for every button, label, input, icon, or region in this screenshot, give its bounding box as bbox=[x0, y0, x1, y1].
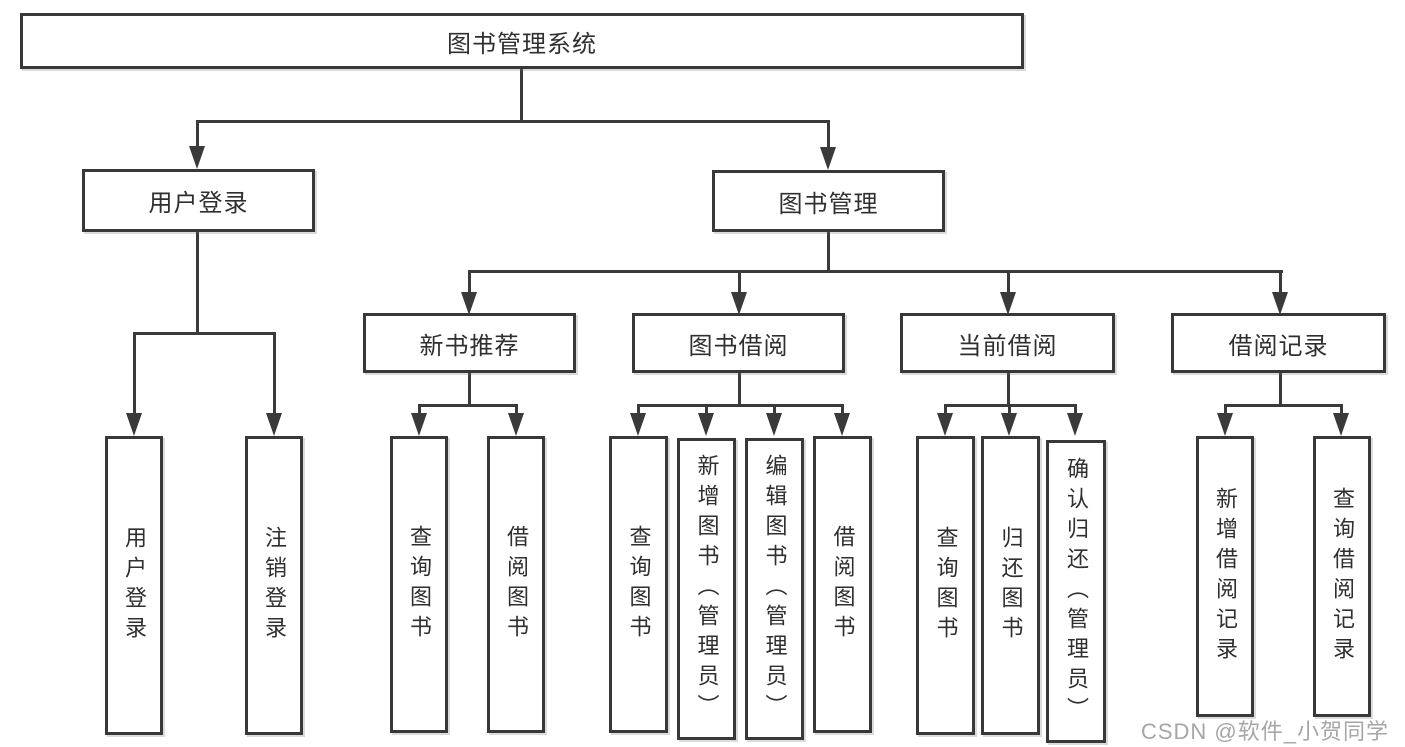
arrow-down-icon bbox=[1333, 413, 1349, 436]
connector-line bbox=[827, 232, 830, 273]
arrow-down-icon bbox=[126, 413, 142, 436]
node-leaf-cb-return-books: 归还图书 bbox=[981, 436, 1040, 735]
node-new-book-recommend-label: 新书推荐 bbox=[419, 332, 520, 360]
arrow-down-icon bbox=[766, 413, 782, 436]
connector-line bbox=[196, 120, 199, 150]
node-leaf-br-add-record-label: 新增借阅记录 bbox=[1213, 486, 1238, 667]
connector-line bbox=[196, 232, 199, 335]
connector-line bbox=[468, 373, 471, 407]
arrow-down-icon bbox=[1067, 413, 1083, 436]
arrow-down-icon bbox=[834, 413, 850, 436]
arrow-down-icon bbox=[630, 413, 646, 436]
node-borrowing-records: 借阅记录 bbox=[1171, 313, 1386, 373]
node-user-login-label: 用户登录 bbox=[148, 190, 249, 217]
connector-line bbox=[944, 404, 947, 418]
node-leaf-nb-borrow-books-label: 借阅图书 bbox=[504, 524, 529, 645]
connector-line bbox=[773, 404, 776, 418]
arrow-down-icon bbox=[461, 292, 477, 315]
node-book-management-label: 图书管理 bbox=[778, 190, 879, 218]
connector-line bbox=[738, 270, 741, 298]
connector-line bbox=[468, 270, 1283, 273]
arrow-down-icon bbox=[1272, 292, 1288, 315]
node-leaf-logout: 注销登录 bbox=[245, 436, 303, 735]
connector-line bbox=[515, 404, 518, 418]
arrow-down-icon bbox=[698, 413, 714, 436]
connector-line bbox=[841, 404, 844, 418]
node-leaf-bb-borrow-books-label: 借阅图书 bbox=[830, 524, 856, 645]
node-leaf-br-query-record: 查询借阅记录 bbox=[1313, 436, 1371, 717]
node-book-borrowing-label: 图书借阅 bbox=[688, 332, 789, 360]
connector-line bbox=[196, 120, 830, 123]
arrow-down-icon bbox=[189, 146, 205, 169]
node-leaf-cb-confirm-return-admin-label: 确认归还（管理员） bbox=[1064, 456, 1089, 727]
node-leaf-nb-borrow-books: 借阅图书 bbox=[487, 436, 545, 733]
node-book-management-system-label: 图书管理系统 bbox=[447, 30, 597, 58]
node-leaf-bb-edit-books-admin-label: 编辑图书（管理员） bbox=[762, 454, 788, 724]
connector-line bbox=[738, 373, 741, 407]
node-leaf-cb-query-books-label: 查询图书 bbox=[933, 525, 959, 646]
connector-line bbox=[520, 68, 523, 122]
node-book-management: 图书管理 bbox=[712, 170, 945, 232]
node-leaf-br-query-record-label: 查询借阅记录 bbox=[1330, 486, 1355, 667]
arrow-down-icon bbox=[731, 292, 747, 315]
node-leaf-bb-add-books-admin-label: 新增图书（管理员） bbox=[694, 454, 720, 724]
node-current-borrowing-label: 当前借阅 bbox=[957, 332, 1058, 360]
connector-line bbox=[133, 332, 136, 416]
node-user-login: 用户登录 bbox=[82, 169, 315, 232]
node-leaf-user-login: 用户登录 bbox=[105, 436, 163, 735]
node-leaf-bb-query-books: 查询图书 bbox=[609, 436, 668, 733]
connector-line bbox=[637, 404, 640, 418]
node-leaf-user-login-label: 用户登录 bbox=[122, 525, 147, 646]
node-book-management-system: 图书管理系统 bbox=[20, 13, 1024, 69]
node-current-borrowing: 当前借阅 bbox=[900, 313, 1115, 373]
node-new-book-recommend: 新书推荐 bbox=[363, 313, 576, 373]
connector-line bbox=[1224, 404, 1227, 418]
node-leaf-cb-return-books-label: 归还图书 bbox=[998, 525, 1024, 646]
connector-line bbox=[1007, 373, 1010, 407]
node-leaf-nb-query-books-label: 查询图书 bbox=[407, 524, 432, 645]
node-book-borrowing: 图书借阅 bbox=[632, 313, 845, 373]
connector-line bbox=[1008, 404, 1011, 418]
connector-line bbox=[468, 270, 471, 298]
connector-line bbox=[637, 404, 843, 407]
connector-line bbox=[1340, 404, 1343, 418]
connector-line bbox=[1074, 404, 1077, 418]
node-leaf-nb-query-books: 查询图书 bbox=[390, 436, 448, 733]
node-leaf-br-add-record: 新增借阅记录 bbox=[1196, 436, 1254, 717]
node-leaf-bb-borrow-books: 借阅图书 bbox=[813, 436, 872, 733]
node-leaf-logout-label: 注销登录 bbox=[262, 525, 287, 646]
arrow-down-icon bbox=[508, 413, 524, 436]
connector-line bbox=[1279, 373, 1282, 407]
node-leaf-cb-confirm-return-admin: 确认归还（管理员） bbox=[1046, 440, 1106, 743]
connector-line bbox=[705, 404, 708, 418]
connector-line bbox=[1279, 270, 1282, 298]
node-leaf-cb-query-books: 查询图书 bbox=[916, 436, 975, 735]
connector-line bbox=[418, 404, 421, 418]
connector-line bbox=[133, 332, 276, 335]
node-leaf-bb-add-books-admin: 新增图书（管理员） bbox=[677, 438, 736, 740]
connector-line bbox=[827, 120, 830, 150]
connector-line bbox=[273, 332, 276, 416]
csdn-watermark: CSDN @软件_小贺同学 bbox=[1140, 719, 1389, 744]
connector-line bbox=[1224, 404, 1342, 407]
connector-line bbox=[1007, 270, 1010, 298]
arrow-down-icon bbox=[1217, 413, 1233, 436]
arrow-down-icon bbox=[1000, 292, 1016, 315]
arrow-down-icon bbox=[411, 413, 427, 436]
connector-line bbox=[418, 404, 518, 407]
node-leaf-bb-query-books-label: 查询图书 bbox=[626, 524, 652, 645]
arrow-down-icon bbox=[937, 413, 953, 436]
node-borrowing-records-label: 借阅记录 bbox=[1228, 332, 1329, 360]
arrow-down-icon bbox=[820, 147, 836, 170]
node-leaf-bb-edit-books-admin: 编辑图书（管理员） bbox=[745, 438, 804, 740]
arrow-down-icon bbox=[1001, 413, 1017, 436]
arrow-down-icon bbox=[266, 413, 282, 436]
